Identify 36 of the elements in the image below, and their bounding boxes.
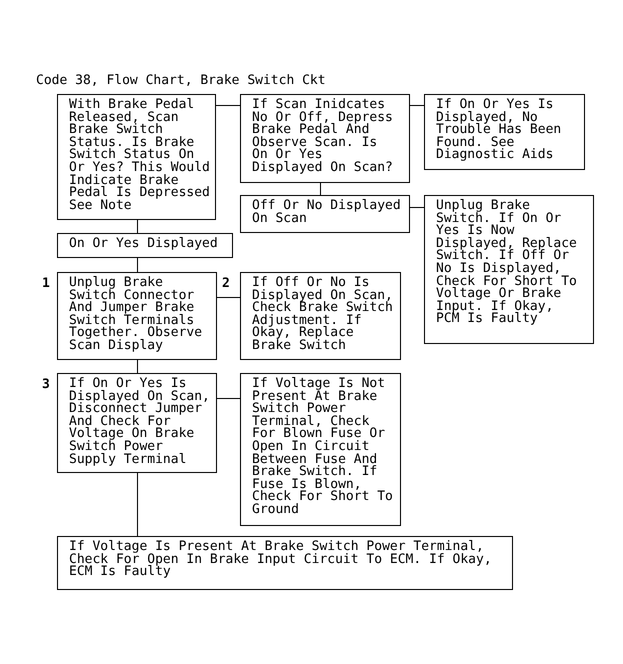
chart-title: Code 38, Flow Chart, Brake Switch Ckt	[36, 73, 326, 88]
step-text: If Voltage Is Present At Brake Switch Power Terminal, Check For Open In Brake Input Circuit To ECM. If Okay, ECM Is Faulty	[69, 541, 493, 579]
connector-line	[216, 105, 240, 106]
step-text: Unplug Brake Switch Connector And Jumper Brake Switch Terminals Together. Observe Scan Display	[69, 277, 204, 353]
connector-line	[137, 472, 138, 536]
step-text: If Voltage Is Not Present At Brake Switch Power Terminal, Check For Blown Fuse Or Open In Circuit Between Fuse And Brake Switch. If Fuse Is Blown, Check For Short To Ground	[252, 378, 394, 517]
process-box	[424, 94, 585, 170]
process-box	[57, 233, 233, 258]
process-box	[424, 195, 594, 344]
connector-line	[320, 182, 321, 196]
step-text: If Off Or No Is Displayed On Scan, Check Brake Switch Adjustment. If Okay, Replace Brake Switch	[252, 277, 394, 353]
connector-line	[216, 398, 240, 399]
connector-line	[410, 207, 424, 208]
connector-line	[137, 258, 138, 272]
process-box	[57, 536, 513, 590]
step-text: On Or Yes Displayed	[69, 238, 219, 251]
process-box	[240, 373, 401, 526]
step-text: With Brake Pedal Released, Scan Brake Switch Status. Is Brake Switch Status On Or Yes? This Would Indicate Brake Pedal Is Depressed See Note	[69, 99, 211, 212]
process-box	[57, 94, 216, 220]
step-text: If On Or Yes Is Displayed, No Trouble Has Been Found. See Diagnostic Aids	[436, 99, 562, 162]
connector-line	[410, 105, 424, 106]
process-box	[57, 272, 217, 360]
step-text: If On Or Yes Is Displayed On Scan, Disconnect Jumper And Check For Voltage On Brake Switch Power Supply Terminal	[69, 378, 211, 466]
connector-line	[216, 297, 240, 298]
step-text: Off Or No Displayed On Scan	[252, 200, 402, 226]
process-box	[240, 94, 410, 183]
step-number: 1	[42, 277, 50, 291]
process-box	[57, 373, 217, 473]
step-number: 3	[42, 378, 50, 392]
step-text: If Scan Inidcates No Or Off, Depress Brake Pedal And Observe Scan. Is On Or Yes Displayed On Scan?	[252, 99, 394, 175]
step-text: Unplug Brake Switch. If On Or Yes Is Now Displayed, Replace Switch. If Off Or No Is Displayed, Check For Short To Voltage Or Brake Input. If Okay, PCM Is Faulty	[436, 200, 578, 326]
process-box	[240, 195, 410, 233]
process-box	[240, 272, 401, 360]
connector-line	[137, 220, 138, 234]
step-number: 2	[222, 277, 230, 291]
connector-line	[137, 360, 138, 374]
